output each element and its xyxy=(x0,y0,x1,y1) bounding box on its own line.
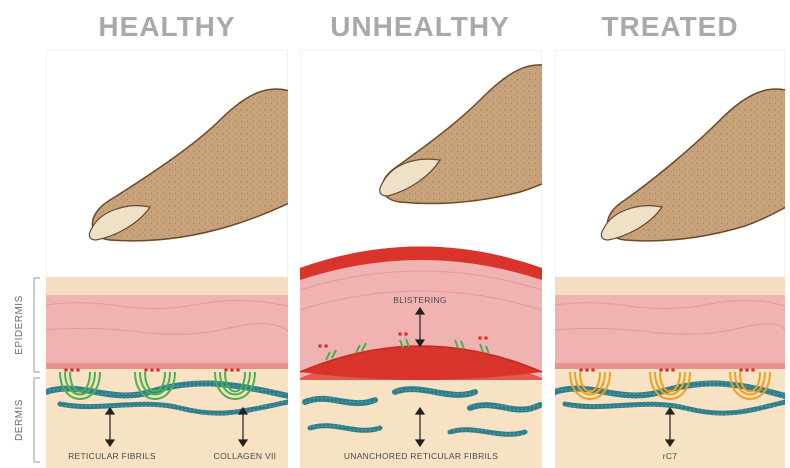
label-reticular-fibrils: RETICULAR FIBRILS xyxy=(68,451,156,461)
panel-title-treated: TREATED xyxy=(601,11,738,42)
panel-treated: rC7 xyxy=(555,50,790,468)
label-rc7: rC7 xyxy=(663,451,678,461)
label-collagen-vii: COLLAGEN VII xyxy=(214,451,277,461)
panel-title-unhealthy: UNHEALTHY xyxy=(330,11,510,42)
panel-title-healthy: HEALTHY xyxy=(98,11,235,42)
label-unanchored-reticular-fibrils: UNANCHORED RETICULAR FIBRILS xyxy=(344,451,498,461)
epidermis-bracket xyxy=(34,278,40,372)
panel-healthy: RETICULAR FIBRILS COLLAGEN VII xyxy=(46,50,300,468)
label-blistering: BLISTERING xyxy=(393,295,447,305)
epidermis-label: EPIDERMIS xyxy=(14,295,25,355)
panel-unhealthy: BLISTERING UNANCHORED RETICULAR FIBRILS xyxy=(300,50,560,468)
dermis-label: DERMIS xyxy=(14,399,25,441)
epidermis-treated xyxy=(555,295,785,365)
dermis-bracket xyxy=(34,378,40,462)
epidermis-healthy xyxy=(46,295,288,365)
